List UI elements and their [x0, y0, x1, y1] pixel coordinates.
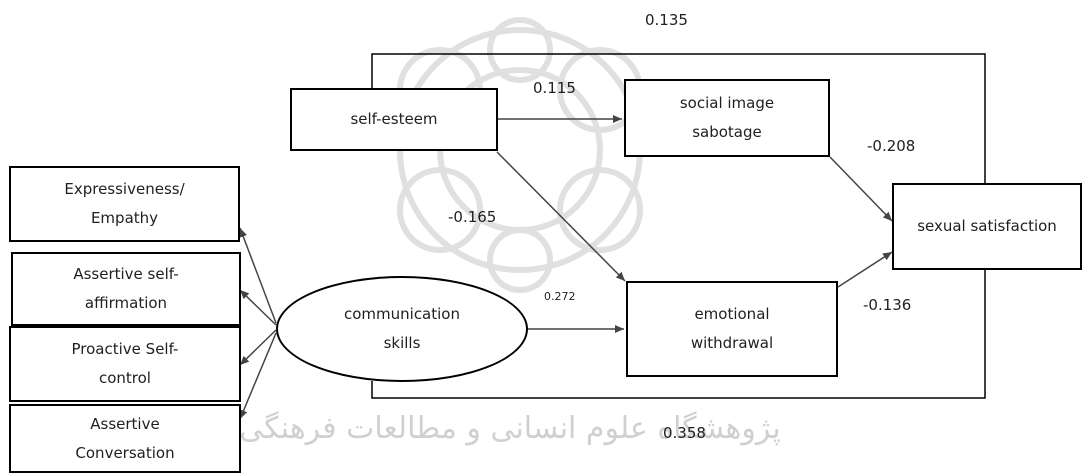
coef-emotional-to-sexual: -0.136: [863, 296, 912, 314]
path-communication-to-sexual-satisfaction: [371, 270, 986, 399]
indicator-proactive-self-control: Proactive Self- control: [9, 326, 241, 402]
coef-social-to-sexual: -0.208: [867, 137, 916, 155]
arrow-communication-to-assertive-conversation: [239, 332, 277, 420]
indicator-assertive-conversation-label: Assertive Conversation: [75, 414, 175, 462]
node-sexual-satisfaction-label: sexual satisfaction: [917, 217, 1057, 235]
indicator-expressiveness-label: Expressiveness/ Empathy: [64, 180, 185, 227]
watermark-text: پژوهشگاه علوم انسانی و مطالعات فرهنگی: [239, 411, 781, 446]
arrow-self-esteem-to-emotional-withdrawal: [496, 151, 626, 282]
node-emotional-withdrawal: emotional withdrawal: [626, 281, 838, 377]
coef-comm-to-emotional: 0.272: [544, 290, 576, 303]
arrow-social-image-to-sexual-satisfaction: [829, 156, 893, 222]
indicator-assertive-self-affirmation: Assertive self- affirmation: [11, 252, 241, 326]
coef-comm-to-sexual: 0.358: [663, 424, 706, 442]
node-emotional-withdrawal-label: emotional withdrawal: [690, 305, 774, 352]
node-self-esteem: self-esteem: [290, 88, 498, 151]
node-communication-skills: communication skills: [276, 276, 528, 382]
arrow-emotional-withdrawal-to-sexual-satisfaction: [837, 251, 893, 288]
node-self-esteem-label: self-esteem: [350, 110, 438, 128]
arrow-communication-to-expressiveness: [239, 227, 277, 324]
indicator-proactive-label: Proactive Self- control: [71, 340, 179, 387]
indicator-expressiveness-empathy: Expressiveness/ Empathy: [9, 166, 240, 242]
node-sexual-satisfaction: sexual satisfaction: [892, 183, 1082, 270]
coef-self-to-social: 0.115: [533, 79, 576, 97]
coef-self-to-sexual: 0.135: [645, 11, 688, 29]
node-communication-skills-label: communication skills: [343, 305, 460, 352]
arrow-communication-to-proactive: [239, 329, 277, 366]
indicator-assertive-conversation: Assertive Conversation: [9, 404, 241, 473]
indicator-assertive-affirmation-label: Assertive self- affirmation: [73, 265, 179, 312]
path-self-esteem-to-sexual-satisfaction: [371, 53, 986, 183]
coef-self-to-emotional: -0.165: [448, 208, 497, 226]
arrow-communication-to-assertive-affirmation: [239, 289, 277, 326]
node-social-image-label: social image sabotage: [679, 94, 775, 141]
watermark-ornament: [397, 17, 643, 293]
node-social-image-sabotage: social image sabotage: [624, 79, 830, 157]
